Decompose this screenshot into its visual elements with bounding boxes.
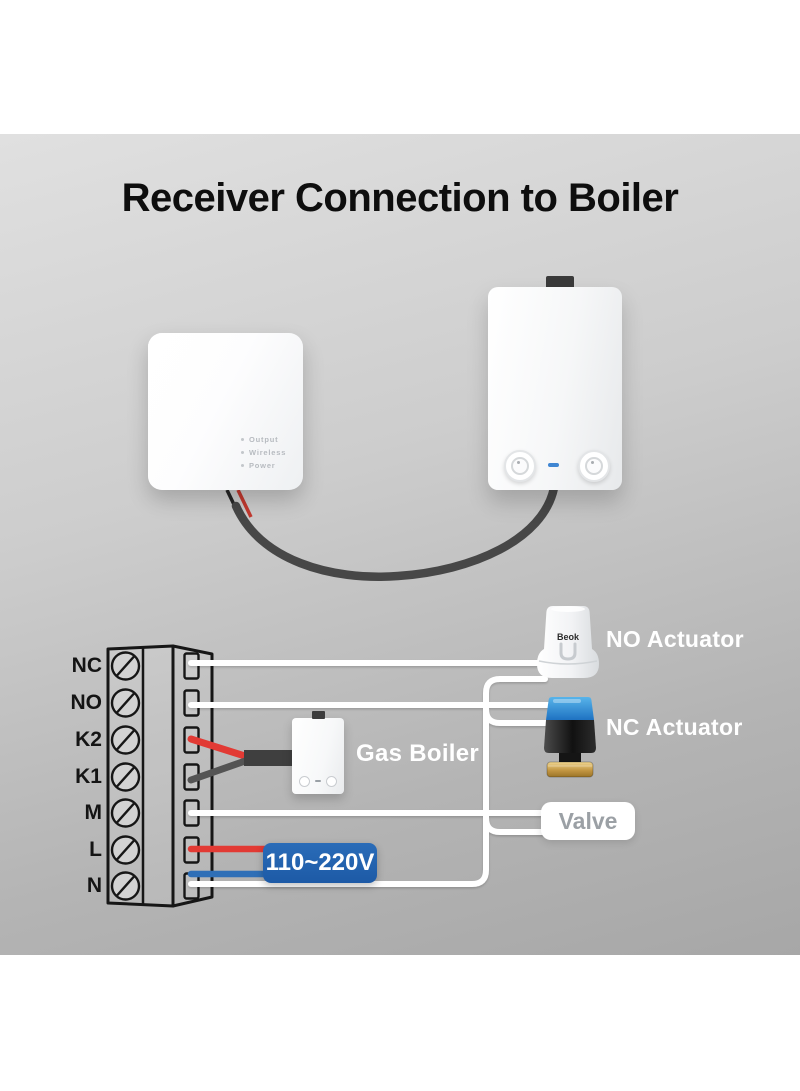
wire-k1-black [187, 756, 252, 784]
branch-to-nc-actuator [483, 706, 553, 726]
actuator-clip-icon [559, 642, 577, 661]
boiler-device [488, 287, 622, 490]
gas-boiler-knob-left [299, 776, 310, 787]
wireless-led-icon [241, 451, 244, 454]
terminal-label-k1: K1 [75, 765, 102, 788]
receiver-indicator-panel: Output Wireless Power [241, 435, 286, 474]
terminal-label-l: L [89, 838, 102, 861]
page-title: Receiver Connection to Boiler [121, 176, 679, 220]
receiver-indicator-label: Power [249, 461, 276, 470]
gas-boiler-label: Gas Boiler [356, 740, 480, 767]
branch-to-valve [483, 815, 563, 835]
power-led-icon [241, 464, 244, 467]
wire-k2-red [187, 735, 252, 761]
voltage-label: 110~220V [265, 849, 375, 876]
receiver-device: Output Wireless Power [148, 333, 303, 490]
nc-actuator-body [544, 720, 596, 753]
valve-badge: Valve [541, 802, 635, 840]
nc-actuator-cap [546, 697, 594, 720]
white-wires [188, 660, 563, 887]
nc-actuator-neck [559, 753, 581, 762]
terminal-label-nc: NC [71, 654, 102, 677]
output-led-icon [241, 438, 244, 441]
receiver-indicator-label: Output [249, 435, 279, 444]
nc-actuator-brass-base [546, 761, 594, 778]
voltage-badge: 110~220V [263, 843, 377, 883]
terminal-screw-icons [110, 651, 141, 901]
receiver-wire-red [236, 489, 253, 518]
no-actuator-label: NO Actuator [606, 626, 744, 652]
nc-actuator-device [544, 697, 596, 778]
gas-boiler-pipe [312, 711, 325, 719]
gas-boiler-display [315, 780, 321, 782]
terminal-label-no: NO [70, 691, 103, 714]
receiver-indicator-label: Wireless [249, 448, 287, 457]
boiler-led [548, 463, 559, 467]
nc-actuator-label: NC Actuator [606, 714, 743, 740]
valve-label: Valve [558, 807, 618, 834]
gas-boiler-device [292, 711, 344, 794]
terminal-label-k2: K2 [75, 728, 102, 751]
actuator-brand-logo: Beok [557, 632, 580, 642]
no-actuator-device: Beok [537, 606, 599, 678]
wire-n-trunk [188, 676, 548, 887]
cable-receiver-to-boiler [231, 483, 559, 581]
gas-boiler-knob-right [326, 776, 337, 787]
terminal-label-m: M [84, 801, 103, 824]
terminal-label-n: N [86, 874, 102, 897]
terminal-block [106, 644, 214, 908]
boiler-knob-left [504, 450, 536, 482]
boiler-knob-right [578, 450, 610, 482]
